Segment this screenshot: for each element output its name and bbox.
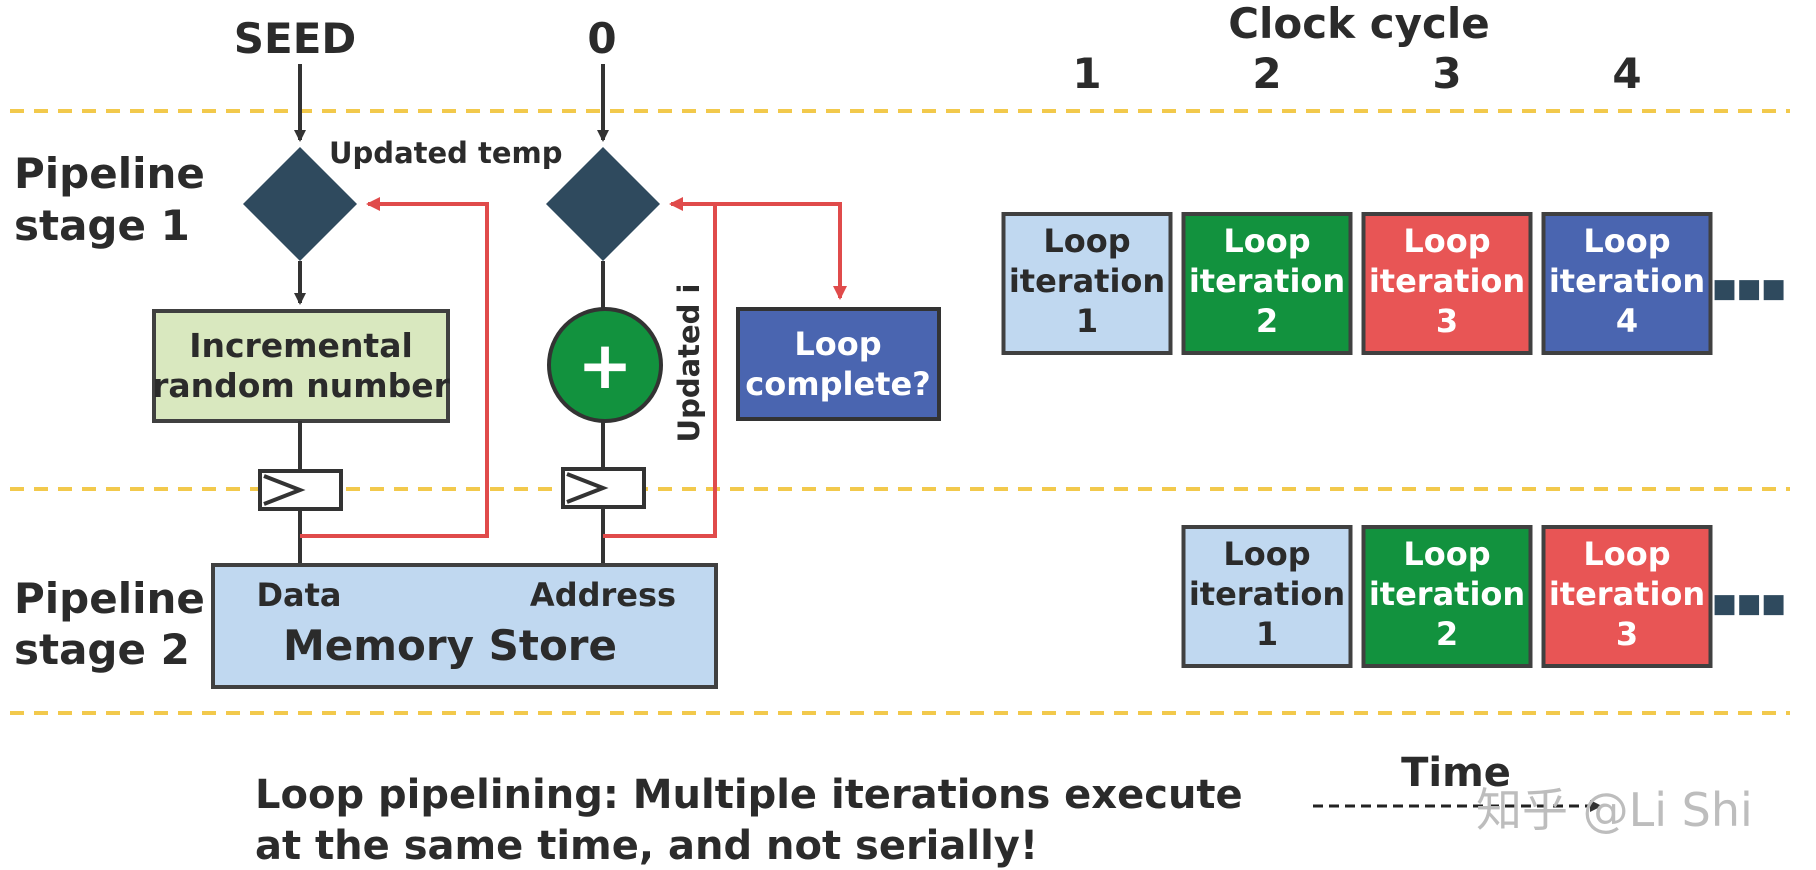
address-register-clock-icon (566, 472, 609, 504)
stage1-iteration-1-label-line3: 1 (1076, 302, 1098, 340)
stage1-label-line1: Pipeline (14, 149, 205, 198)
memory-store-label: Memory Store (283, 621, 617, 670)
data-register-clock-icon (263, 474, 306, 506)
stage1-iteration-2-label-line3: 2 (1256, 302, 1278, 340)
updated-i-feedback-arrow (603, 197, 717, 538)
stage1-iteration-4-box (1541, 212, 1713, 355)
time-label: Time (1401, 750, 1511, 796)
stage2-label-line2: stage 2 (14, 625, 190, 674)
clock-cycle-number-4: 4 (1612, 49, 1641, 98)
stage1-iteration-4-label-line1: Loop (1583, 222, 1670, 260)
updated-i-label: Updated i (672, 284, 706, 443)
stage2-iteration-2-box (1361, 525, 1533, 668)
clock-cycle-title: Clock cycle (1228, 0, 1490, 48)
stage1-label-line2: stage 1 (14, 201, 190, 250)
stage1-iteration-2-label-line1: Loop (1223, 222, 1310, 260)
clock-cycle-number-3: 3 (1432, 49, 1461, 98)
loop-complete-box (736, 307, 941, 421)
clock-cycle-numbers: 1 2 3 4 (1072, 49, 1641, 98)
stage2-iteration-row: Loopiteration1Loopiteration2Loopiteratio… (1181, 525, 1713, 668)
stage2-iteration-3-box (1541, 525, 1713, 668)
stage1-iteration-4-label-line2: iteration (1549, 262, 1705, 300)
stage1-iteration-1-label-line1: Loop (1043, 222, 1130, 260)
caption-line2: at the same time, and not serially! (255, 823, 1038, 869)
stage1-iteration-4-label-line3: 4 (1616, 302, 1638, 340)
watermark-text: 知乎 @Li Shi (1476, 783, 1753, 837)
caption-line1: Loop pipelining: Multiple iterations exe… (255, 772, 1243, 818)
stage2-iteration-1-label-line1: Loop (1223, 535, 1310, 573)
adder-plus-icon: + (577, 327, 632, 404)
stage2-iteration-1-box (1181, 525, 1353, 668)
memory-data-port-label: Data (256, 576, 341, 614)
stage1-iteration-3-label-line3: 3 (1436, 302, 1458, 340)
clock-cycle-number-2: 2 (1252, 49, 1281, 98)
stage2-iteration-3-label-line2: iteration (1549, 575, 1705, 613)
incremental-random-number-box (152, 309, 450, 423)
stage2-iteration-3-label-line1: Loop (1583, 535, 1670, 573)
updated-temp-label: Updated temp (329, 136, 563, 170)
counter-mux-diamond (546, 147, 660, 261)
stage1-iteration-3-label-line1: Loop (1403, 222, 1490, 260)
stage2-iteration-1-label-line2: iteration (1189, 575, 1345, 613)
updated-temp-feedback-arrow (300, 197, 489, 538)
clock-cycle-number-1: 1 (1072, 49, 1101, 98)
stage1-iteration-1-box (1001, 212, 1173, 355)
stage1-iteration-row: Loopiteration1Loopiteration2Loopiteratio… (1001, 212, 1713, 355)
memory-address-port-label: Address (530, 576, 676, 614)
stage2-ellipsis: ■■■ (1712, 589, 1786, 619)
stage1-iteration-2-label-line2: iteration (1189, 262, 1345, 300)
loop-complete-label-line2: complete? (745, 365, 930, 403)
seed-label: SEED (234, 14, 357, 63)
loop-complete-label-line1: Loop (794, 325, 881, 363)
stage2-iteration-2-label-line1: Loop (1403, 535, 1490, 573)
stage2-iteration-3-label-line3: 3 (1616, 615, 1638, 653)
zero-label: 0 (587, 14, 616, 63)
memory-store-box (211, 563, 718, 689)
stage1-iteration-1-label-line2: iteration (1009, 262, 1165, 300)
incremental-label-line2: random number (152, 366, 451, 405)
stage1-iteration-3-box (1361, 212, 1533, 355)
incremental-label-line1: Incremental (189, 326, 413, 365)
stage2-iteration-2-label-line2: iteration (1369, 575, 1525, 613)
seed-mux-diamond (243, 147, 357, 261)
stage2-iteration-1-label-line3: 1 (1256, 615, 1278, 653)
loop-complete-check-arrow (715, 202, 847, 300)
stage2-label-line1: Pipeline (14, 574, 205, 623)
stage1-ellipsis: ■■■ (1712, 274, 1786, 304)
stage1-iteration-2-box (1181, 212, 1353, 355)
stage1-iteration-3-label-line2: iteration (1369, 262, 1525, 300)
stage2-iteration-2-label-line3: 2 (1436, 615, 1458, 653)
